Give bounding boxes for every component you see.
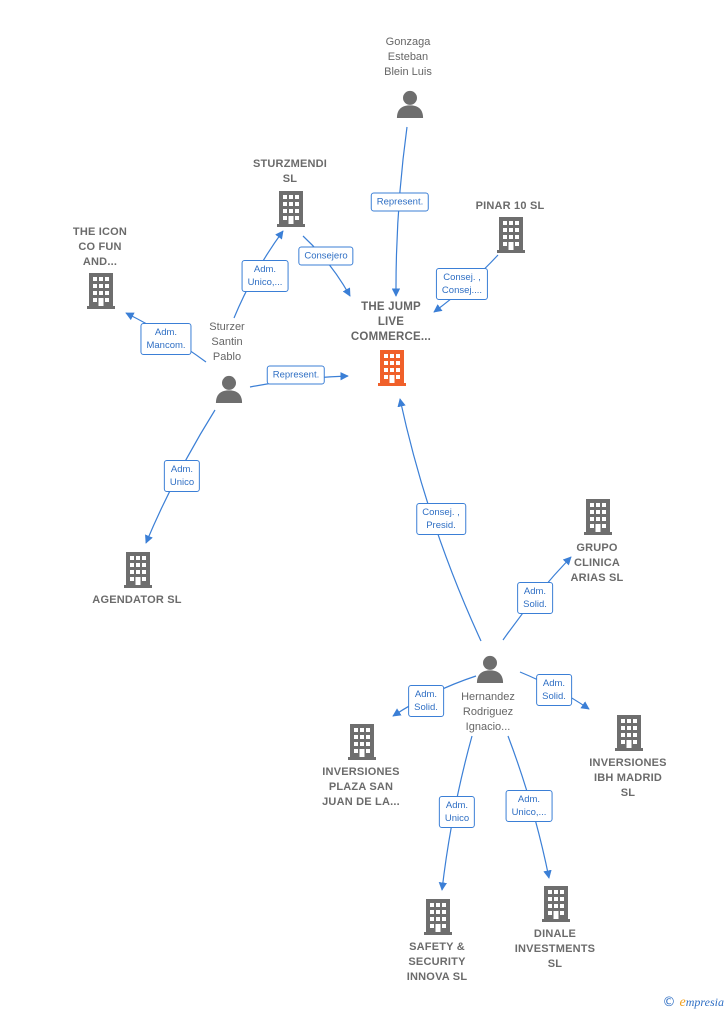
edge-label-hernandez-to-grupo[interactable]: Adm. Solid. xyxy=(517,582,553,614)
node-label-agendator[interactable]: AGENDATOR SL xyxy=(92,594,182,606)
edge-label-hernandez-to-safety[interactable]: Adm. Unico xyxy=(438,796,476,828)
node-label-inv_plaza[interactable]: INVERSIONES PLAZA SAN JUAN DE LA... xyxy=(322,766,400,808)
edge-label-sturzer-to-agendator[interactable]: Adm. Unico xyxy=(163,460,201,492)
node-label-safety[interactable]: SAFETY & SECURITY INNOVA SL xyxy=(406,941,468,983)
edge-label-hernandez-to-dinale[interactable]: Adm. Unico,... xyxy=(505,790,553,822)
building-icon[interactable] xyxy=(277,191,305,227)
building-icon[interactable] xyxy=(87,273,115,309)
edge-label-sturzer-to-icon_co[interactable]: Adm. Mancom. xyxy=(140,323,192,355)
node-label-icon_co[interactable]: THE ICON CO FUN AND... xyxy=(72,226,128,268)
node-label-gonzaga[interactable]: Gonzaga Esteban Blein Luis xyxy=(384,36,432,78)
person-icon[interactable] xyxy=(215,375,243,403)
edge-label-hernandez-to-inv_ibh[interactable]: Adm. Solid. xyxy=(536,674,572,706)
node-label-sturzmendi[interactable]: STURZMENDI SL xyxy=(252,158,328,185)
node-label-sturzer[interactable]: Sturzer Santin Pablo xyxy=(209,321,245,363)
brand-logo-initial: e xyxy=(679,995,686,1010)
edge-label-hernandez-to-jump[interactable]: Consej. , Presid. xyxy=(416,503,466,535)
brand-logo: ©empresia xyxy=(663,995,724,1011)
node-label-dinale[interactable]: DINALE INVESTMENTS SL xyxy=(514,928,596,970)
person-icon[interactable] xyxy=(476,655,504,683)
building-icon[interactable] xyxy=(378,350,406,386)
node-label-hernandez[interactable]: Hernandez Rodriguez Ignacio... xyxy=(461,691,515,733)
node-label-inv_ibh[interactable]: INVERSIONES IBH MADRID SL xyxy=(589,757,667,799)
building-icon[interactable] xyxy=(615,715,643,751)
edge-label-sturzer-to-sturzmendi[interactable]: Adm. Unico,... xyxy=(241,260,289,292)
edge-label-gonzaga-to-jump[interactable]: Represent. xyxy=(370,192,430,212)
node-label-pinar[interactable]: PINAR 10 SL xyxy=(475,200,545,212)
node-label-jump[interactable]: THE JUMP LIVE COMMERCE... xyxy=(350,301,432,343)
building-icon[interactable] xyxy=(497,217,525,253)
edge-label-pinar-to-jump[interactable]: Consej. , Consej.... xyxy=(435,268,489,300)
building-icon[interactable] xyxy=(542,886,570,922)
brand-logo-text: mpresia xyxy=(685,995,724,1009)
edge-gonzaga-to-jump xyxy=(391,126,408,297)
edge-label-sturzer-to-jump[interactable]: Represent. xyxy=(266,365,326,385)
building-icon[interactable] xyxy=(424,899,452,935)
building-icon[interactable] xyxy=(348,724,376,760)
edge-label-hernandez-to-inv_plaza[interactable]: Adm. Solid. xyxy=(408,685,444,717)
edge-sturzmendi-to-jump xyxy=(302,235,351,297)
node-label-grupo[interactable]: GRUPO CLINICA ARIAS SL xyxy=(570,542,624,584)
building-icon[interactable] xyxy=(124,552,152,588)
building-icon[interactable] xyxy=(584,499,612,535)
person-icon[interactable] xyxy=(396,90,424,118)
edge-label-sturzmendi-to-jump[interactable]: Consejero xyxy=(298,246,354,266)
copyright-icon: © xyxy=(662,995,676,1010)
